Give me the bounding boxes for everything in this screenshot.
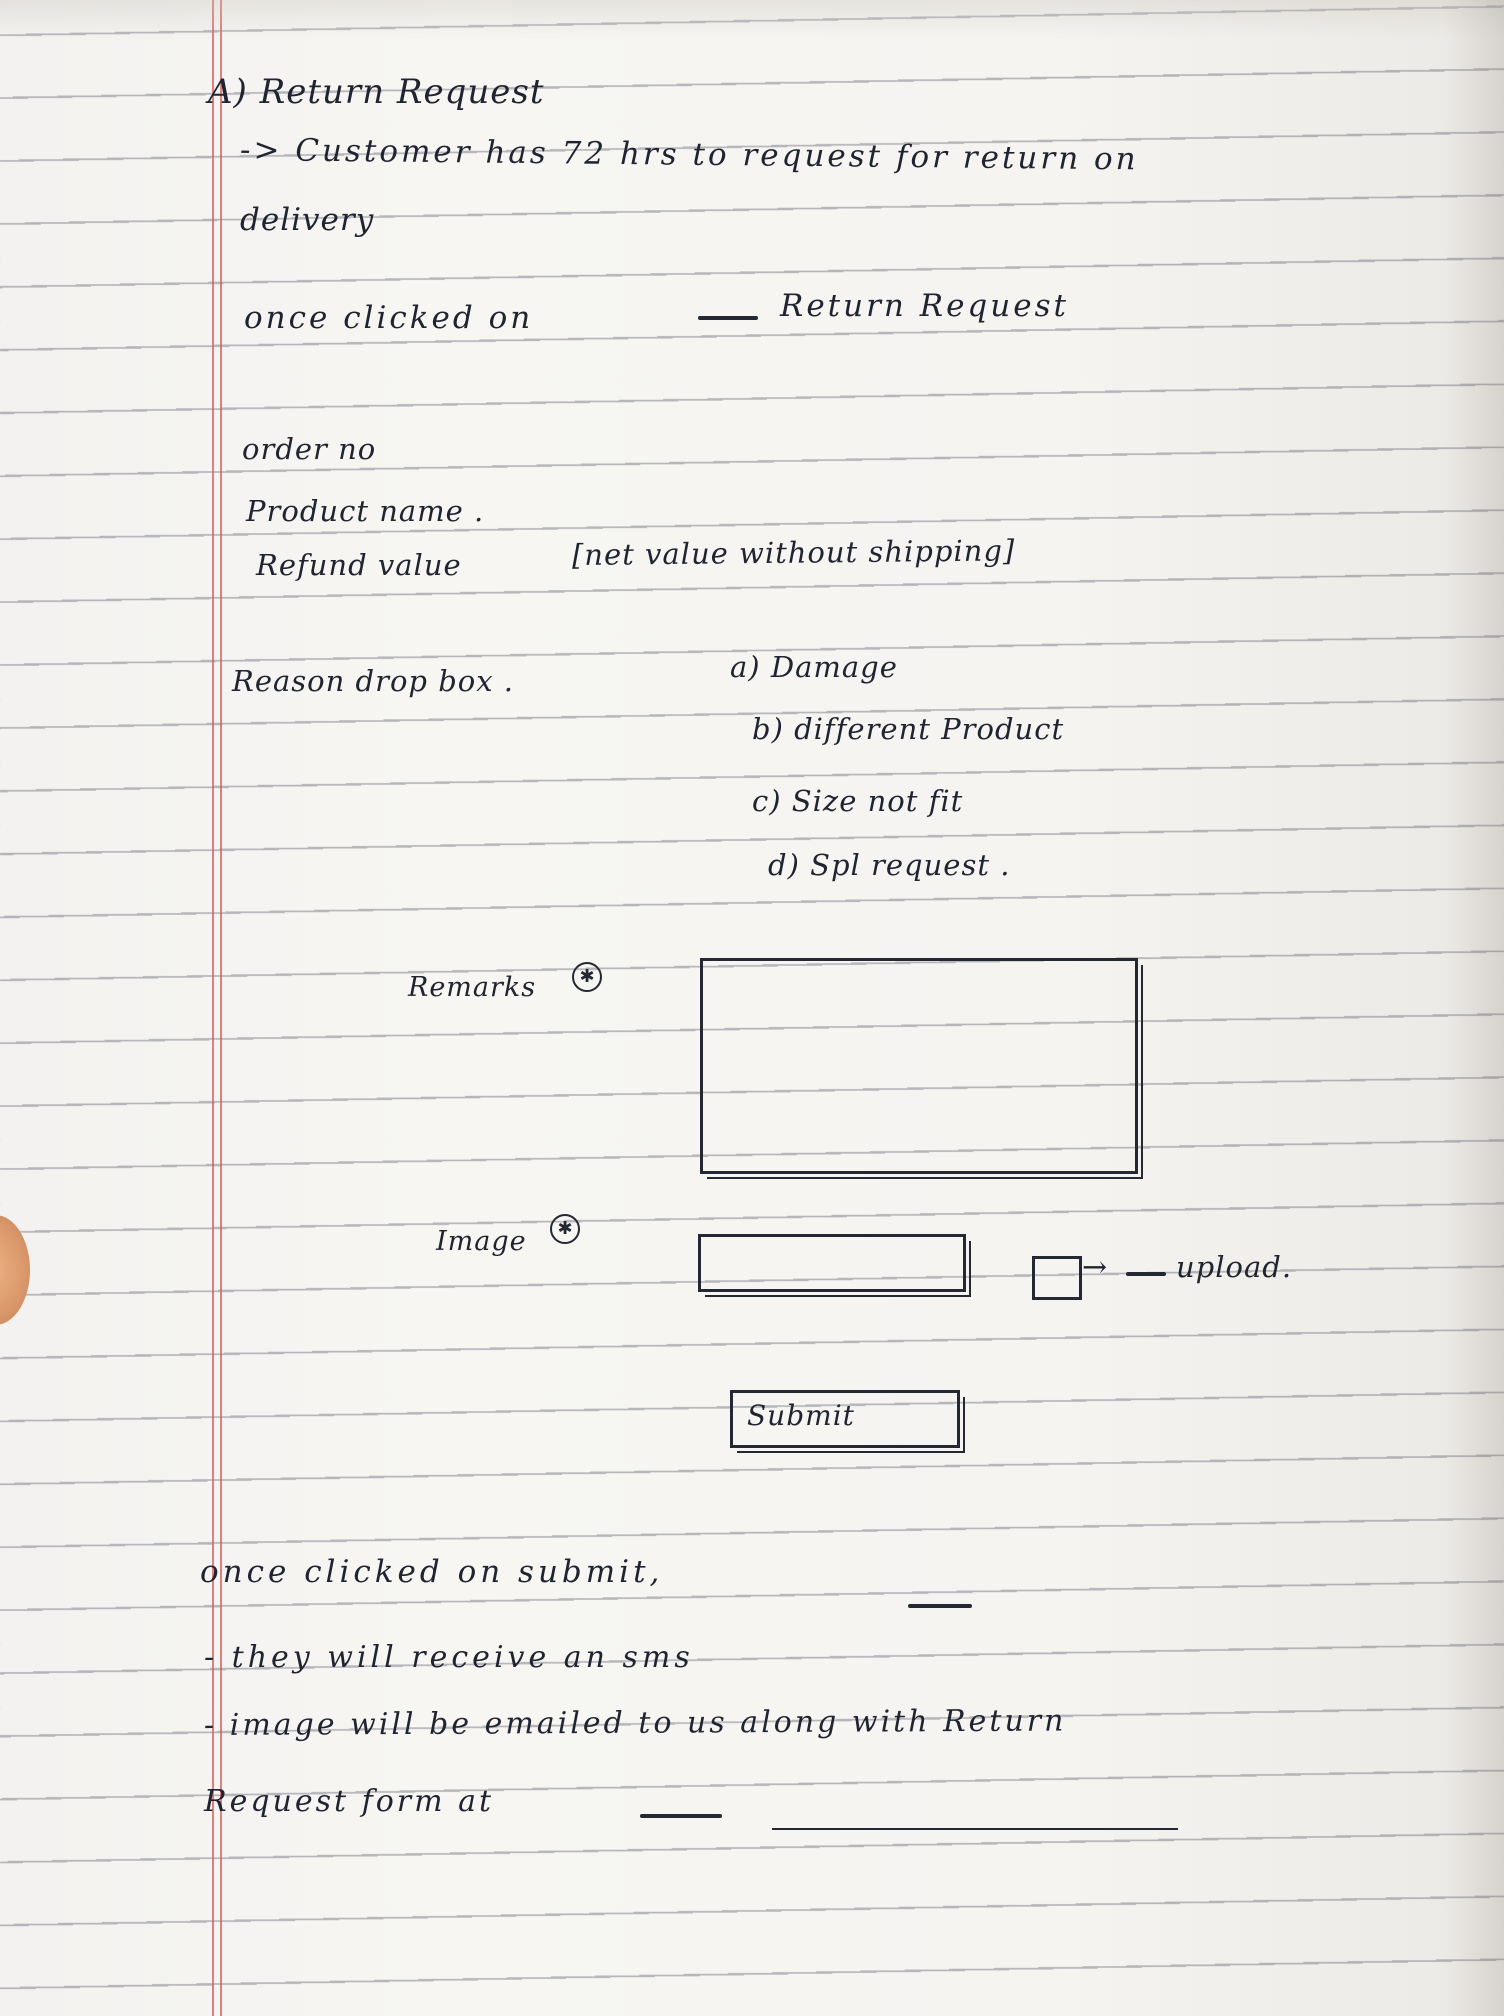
email-blank-line: [772, 1828, 1178, 1830]
required-icon: ✱: [572, 962, 602, 992]
remarks-textbox[interactable]: [700, 958, 1143, 1179]
return-request-label: Return Request: [780, 288, 1069, 324]
clicked-on-text: once clicked on: [244, 300, 534, 336]
submit-button[interactable]: Submit: [730, 1390, 965, 1453]
margin-line: [212, 0, 214, 2016]
page-shadow: [1444, 0, 1504, 2016]
reason-dropdown-label: Reason drop box .: [232, 664, 515, 698]
scribble: [908, 1604, 972, 1608]
section-heading: A) Return Request: [208, 72, 545, 112]
field-refund-value: Refund value: [256, 548, 462, 582]
scribble: [640, 1814, 722, 1818]
upload-label: upload.: [1176, 1250, 1293, 1284]
scribble: [698, 316, 758, 320]
upload-checkbox[interactable]: [1032, 1256, 1082, 1300]
reason-option: a) Damage: [730, 650, 898, 684]
submit-button-label: Submit: [747, 1399, 855, 1432]
image-label: Image: [436, 1226, 527, 1257]
field-order-no: order no: [242, 432, 377, 466]
required-icon: ✱: [550, 1214, 580, 1244]
scribble: [1126, 1272, 1166, 1276]
image-file-field[interactable]: [698, 1234, 971, 1297]
after-submit-item: - image will be emailed to us along with…: [203, 1703, 1067, 1743]
page-shadow: [0, 0, 1504, 40]
remarks-label: Remarks: [408, 972, 537, 1003]
margin-line: [220, 0, 222, 2016]
after-submit-heading: once clicked on submit,: [200, 1554, 664, 1590]
field-product-name: Product name .: [246, 494, 485, 528]
refund-note: [net value without shipping]: [571, 533, 1016, 572]
after-submit-line: Request form at: [204, 1784, 495, 1819]
after-submit-item: - they will receive an sms: [204, 1640, 694, 1675]
intro-line: delivery: [240, 202, 375, 238]
upload-arrow-icon: →: [1082, 1250, 1109, 1285]
reason-option: c) Size not fit: [752, 784, 964, 818]
reason-option: d) Spl request .: [768, 848, 1011, 882]
reason-option: b) different Product: [752, 712, 1065, 746]
